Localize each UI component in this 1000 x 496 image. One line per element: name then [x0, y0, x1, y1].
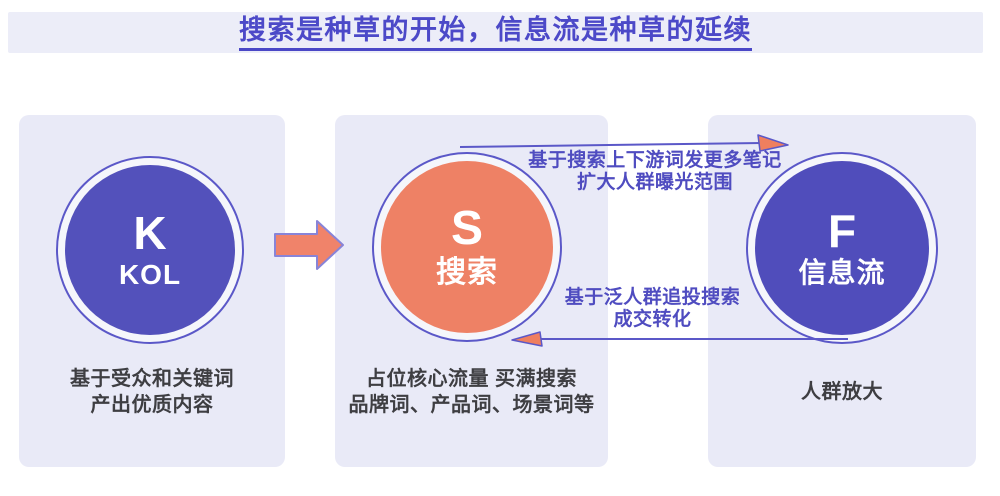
kol-caption: 基于受众和关键词 产出优质内容	[19, 366, 285, 418]
flow-annotation-top-line1: 基于搜索上下游词发更多笔记	[528, 150, 782, 171]
block-arrow-right-icon	[274, 220, 344, 270]
search-circle-label: 搜索	[436, 255, 498, 289]
search-circle-letter: S	[450, 201, 483, 255]
search-caption-line2: 品牌词、产品词、场景词等	[348, 394, 595, 416]
kol-caption-line1: 基于受众和关键词	[70, 368, 234, 390]
flow-annotation-top: 基于搜索上下游词发更多笔记 扩大人群曝光范围	[505, 150, 805, 194]
search-caption: 占位核心流量 买满搜索 品牌词、产品词、场景词等	[335, 366, 608, 418]
flow-annotation-bottom-line1: 基于泛人群追投搜索	[564, 287, 741, 308]
feed-circle-label: 信息流	[798, 257, 886, 289]
flow-annotation-top-line2: 扩大人群曝光范围	[576, 172, 733, 193]
feed-caption: 人群放大	[708, 379, 976, 405]
search-caption-line1: 占位核心流量 买满搜索	[365, 368, 578, 390]
feed-caption-line1: 人群放大	[801, 381, 883, 403]
search-circle: S 搜索	[381, 161, 553, 333]
kol-circle-letter: K	[133, 206, 167, 259]
kol-caption-line2: 产出优质内容	[90, 394, 214, 416]
flow-annotation-bottom: 基于泛人群追投搜索 成交转化	[510, 287, 795, 331]
feed-circle-letter: F	[827, 204, 857, 257]
page-title: 搜索是种草的开始，信息流是种草的延续	[239, 14, 752, 52]
kol-circle: K KOL	[65, 165, 235, 335]
flow-annotation-bottom-line2: 成交转化	[613, 309, 692, 330]
feed-circle: F 信息流	[755, 161, 929, 335]
title-band: 搜索是种草的开始，信息流是种草的延续	[8, 12, 983, 53]
flow-arrow-right-icon	[459, 134, 789, 152]
kol-circle-label: KOL	[118, 259, 182, 291]
flow-arrow-left-icon	[511, 331, 848, 347]
